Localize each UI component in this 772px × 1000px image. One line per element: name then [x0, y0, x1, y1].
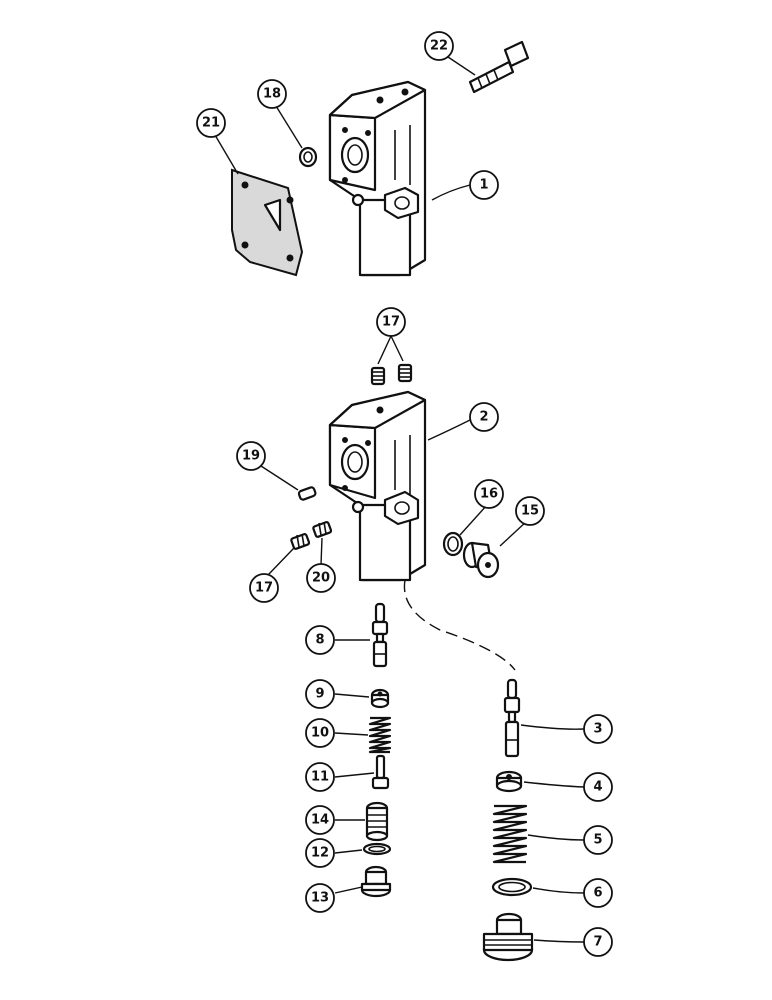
callout-label-21: 21 — [202, 116, 220, 131]
callout-14: 14 — [305, 805, 335, 835]
callout-label-14: 14 — [311, 813, 329, 828]
callout-16: 16 — [474, 479, 504, 509]
o-ring-part-12 — [362, 842, 392, 856]
callout-21: 21 — [196, 108, 226, 138]
callout-10: 10 — [305, 718, 335, 748]
callout-19: 19 — [236, 441, 266, 471]
callout-7: 7 — [583, 927, 613, 957]
callout-label-15: 15 — [521, 504, 539, 519]
callout-17-top: 17 — [376, 307, 406, 337]
callout-18: 18 — [257, 79, 287, 109]
callout-11: 11 — [305, 762, 335, 792]
callout-label-6: 6 — [593, 886, 602, 901]
valve-body-part-1 — [328, 80, 427, 277]
callout-9: 9 — [305, 679, 335, 709]
callout-label-22: 22 — [430, 39, 448, 54]
callout-1: 1 — [469, 170, 499, 200]
callout-label-17-left: 17 — [255, 581, 273, 596]
o-ring-part-16 — [442, 531, 464, 557]
callout-label-1: 1 — [479, 178, 488, 193]
callout-12: 12 — [305, 838, 335, 868]
callout-label-19: 19 — [242, 449, 260, 464]
leader-lines — [214, 56, 585, 943]
callout-label-18: 18 — [263, 87, 281, 102]
callout-8: 8 — [305, 625, 335, 655]
callout-17-left: 17 — [249, 573, 279, 603]
pin-part-19 — [297, 486, 317, 501]
callout-label-7: 7 — [593, 935, 602, 950]
callout-13: 13 — [305, 883, 335, 913]
callout-2: 2 — [469, 402, 499, 432]
assembly-path-line — [403, 579, 516, 671]
callout-label-13: 13 — [311, 891, 329, 906]
cap-screw-part — [468, 40, 530, 94]
spring-part-10 — [368, 716, 392, 754]
sleeve-part-14 — [365, 801, 389, 842]
plug-part-20 — [312, 521, 333, 538]
callout-label-10: 10 — [311, 726, 329, 741]
retainer-part-4 — [495, 770, 523, 793]
callout-label-4: 4 — [593, 780, 602, 795]
callout-label-12: 12 — [311, 846, 329, 861]
o-ring-part-18 — [298, 146, 318, 168]
callout-3: 3 — [583, 714, 613, 744]
callout-label-11: 11 — [311, 770, 329, 785]
callout-4: 4 — [583, 772, 613, 802]
callout-label-20: 20 — [312, 571, 330, 586]
retainer-part-9 — [370, 688, 390, 709]
callout-label-2: 2 — [479, 410, 488, 425]
plug-part-15 — [462, 541, 500, 579]
callout-22: 22 — [424, 31, 454, 61]
o-ring-part-6 — [491, 877, 533, 897]
valve-body-part-2 — [328, 390, 427, 582]
callout-label-5: 5 — [593, 833, 602, 848]
plug-part-17-left — [290, 533, 311, 550]
callout-label-16: 16 — [480, 487, 498, 502]
plug-pair-part-17-top — [370, 363, 413, 386]
callout-5: 5 — [583, 825, 613, 855]
callout-20: 20 — [306, 563, 336, 593]
plug-part-7 — [482, 912, 534, 962]
callout-label-8: 8 — [315, 633, 324, 648]
callout-label-17-top: 17 — [382, 315, 400, 330]
callout-label-3: 3 — [593, 722, 602, 737]
callout-15: 15 — [515, 496, 545, 526]
gasket-part — [231, 168, 304, 277]
spool-part-3 — [503, 678, 521, 758]
callout-label-9: 9 — [315, 687, 324, 702]
spool-part-8 — [371, 602, 389, 668]
pin-part-11 — [371, 754, 390, 790]
callout-6: 6 — [583, 878, 613, 908]
spring-part-5 — [492, 804, 528, 864]
plug-part-13 — [360, 865, 392, 898]
